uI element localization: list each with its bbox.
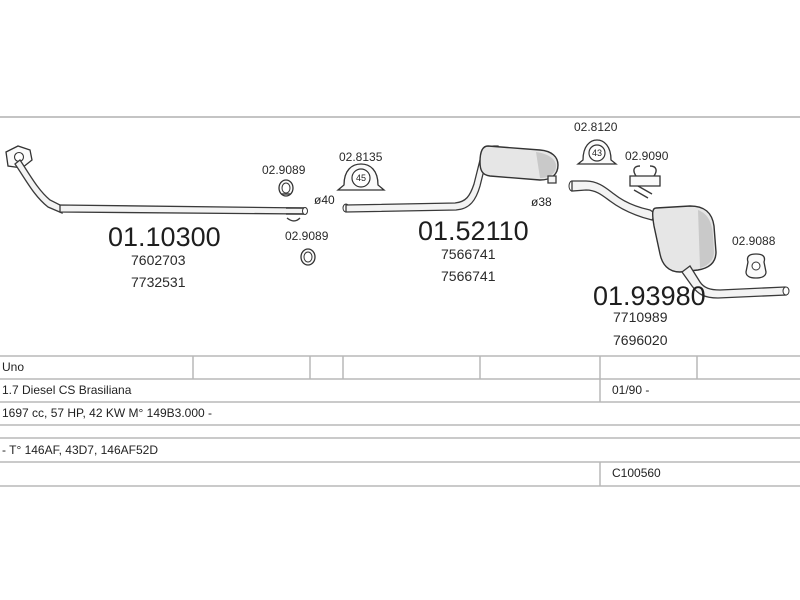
front-pipe xyxy=(5,145,308,215)
rear-silencer-number: 01.93980 xyxy=(593,281,706,311)
hanger xyxy=(629,165,661,187)
gasket-rear-size: 43 xyxy=(592,148,602,158)
gasket-front: 45 xyxy=(336,163,386,191)
rubber-mount-number: 02.9088 xyxy=(732,234,776,248)
middle-section-number: 01.52110 xyxy=(418,216,529,246)
vehicle-table-grid xyxy=(0,355,800,487)
gasket-rear: 43 xyxy=(576,139,618,165)
middle-section xyxy=(342,145,559,213)
middle-section-ref-2: 7566741 xyxy=(441,268,496,284)
gasket-front-size: 45 xyxy=(356,173,366,183)
table-codes: - T° 146AF, 43D7, 146AF52D xyxy=(2,443,158,457)
table-engine: 1.7 Diesel CS Brasiliana xyxy=(2,383,132,397)
clamp-upper-number: 02.9089 xyxy=(262,163,306,177)
hanger-number: 02.9090 xyxy=(625,149,669,163)
rubber-mount xyxy=(745,253,767,279)
rear-silencer-ref-2: 7696020 xyxy=(613,332,668,348)
table-model: Uno xyxy=(2,360,25,374)
clamp-lower-number: 02.9089 xyxy=(285,229,329,243)
front-pipe-number: 01.10300 xyxy=(108,222,221,252)
table-catalog: C100560 xyxy=(612,466,661,480)
front-diameter: ø40 xyxy=(314,193,335,207)
clamp-upper xyxy=(278,179,294,197)
rear-silencer-ref-1: 7710989 xyxy=(613,309,668,325)
rear-silencer xyxy=(568,180,790,299)
front-pipe-ref-2: 7732531 xyxy=(131,274,186,290)
table-period: 01/90 - xyxy=(612,383,650,397)
rear-diameter: ø38 xyxy=(531,195,552,209)
table-spec: 1697 cc, 57 HP, 42 KW M° 149B3.000 - xyxy=(2,406,213,420)
front-pipe-ref-1: 7602703 xyxy=(131,252,186,268)
clamp-lower xyxy=(286,217,316,266)
gasket-front-number: 02.8135 xyxy=(339,150,383,164)
middle-section-ref-1: 7566741 xyxy=(441,246,496,262)
gasket-rear-number: 02.8120 xyxy=(574,120,618,134)
